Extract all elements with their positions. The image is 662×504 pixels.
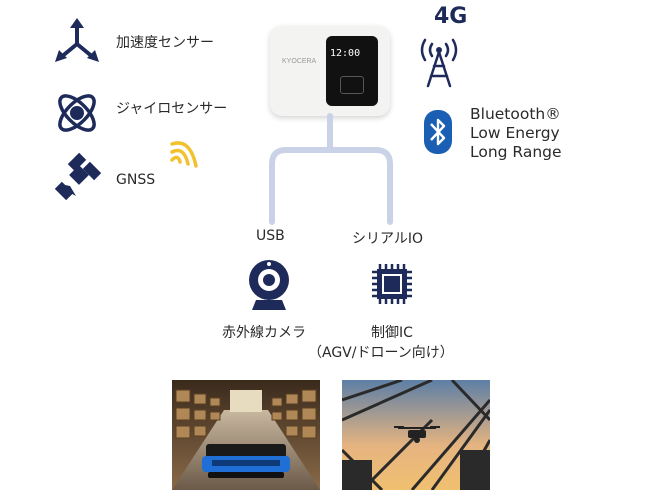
bluetooth-icon	[424, 110, 452, 154]
bluetooth-line2: Low Energy	[470, 124, 560, 142]
device-body: 12:00 KYOCERA	[270, 26, 390, 116]
gyro-label: ジャイロセンサー	[116, 101, 228, 117]
warehouse-agv-photo	[172, 380, 320, 490]
usb-label: USB	[256, 228, 285, 244]
serial-io-label: シリアルIO	[352, 231, 424, 247]
ic-label: 制御IC	[371, 325, 413, 341]
device-button	[340, 76, 364, 94]
network-label: 4G	[434, 4, 468, 29]
signal-waves-icon	[170, 141, 198, 168]
camera-icon	[249, 260, 289, 310]
device-clock: 12:00	[330, 48, 361, 59]
bluetooth-line1: Bluetooth®	[470, 105, 561, 123]
axis-icon	[55, 18, 99, 62]
device-screen: 12:00	[326, 36, 378, 106]
gnss-label: GNSS	[116, 172, 156, 188]
accelerometer-label: 加速度センサー	[116, 35, 214, 51]
gyro-atom-icon	[58, 94, 96, 132]
antenna-tower-icon	[420, 38, 458, 88]
satellite-icon	[54, 152, 102, 200]
chip-icon	[372, 264, 412, 304]
device-brand: KYOCERA	[282, 58, 317, 65]
camera-label: 赤外線カメラ	[222, 325, 306, 341]
bluetooth-line3: Long Range	[470, 143, 562, 161]
drone-photo	[342, 380, 490, 490]
ic-sublabel: （AGV/ドローン向け）	[308, 345, 454, 361]
